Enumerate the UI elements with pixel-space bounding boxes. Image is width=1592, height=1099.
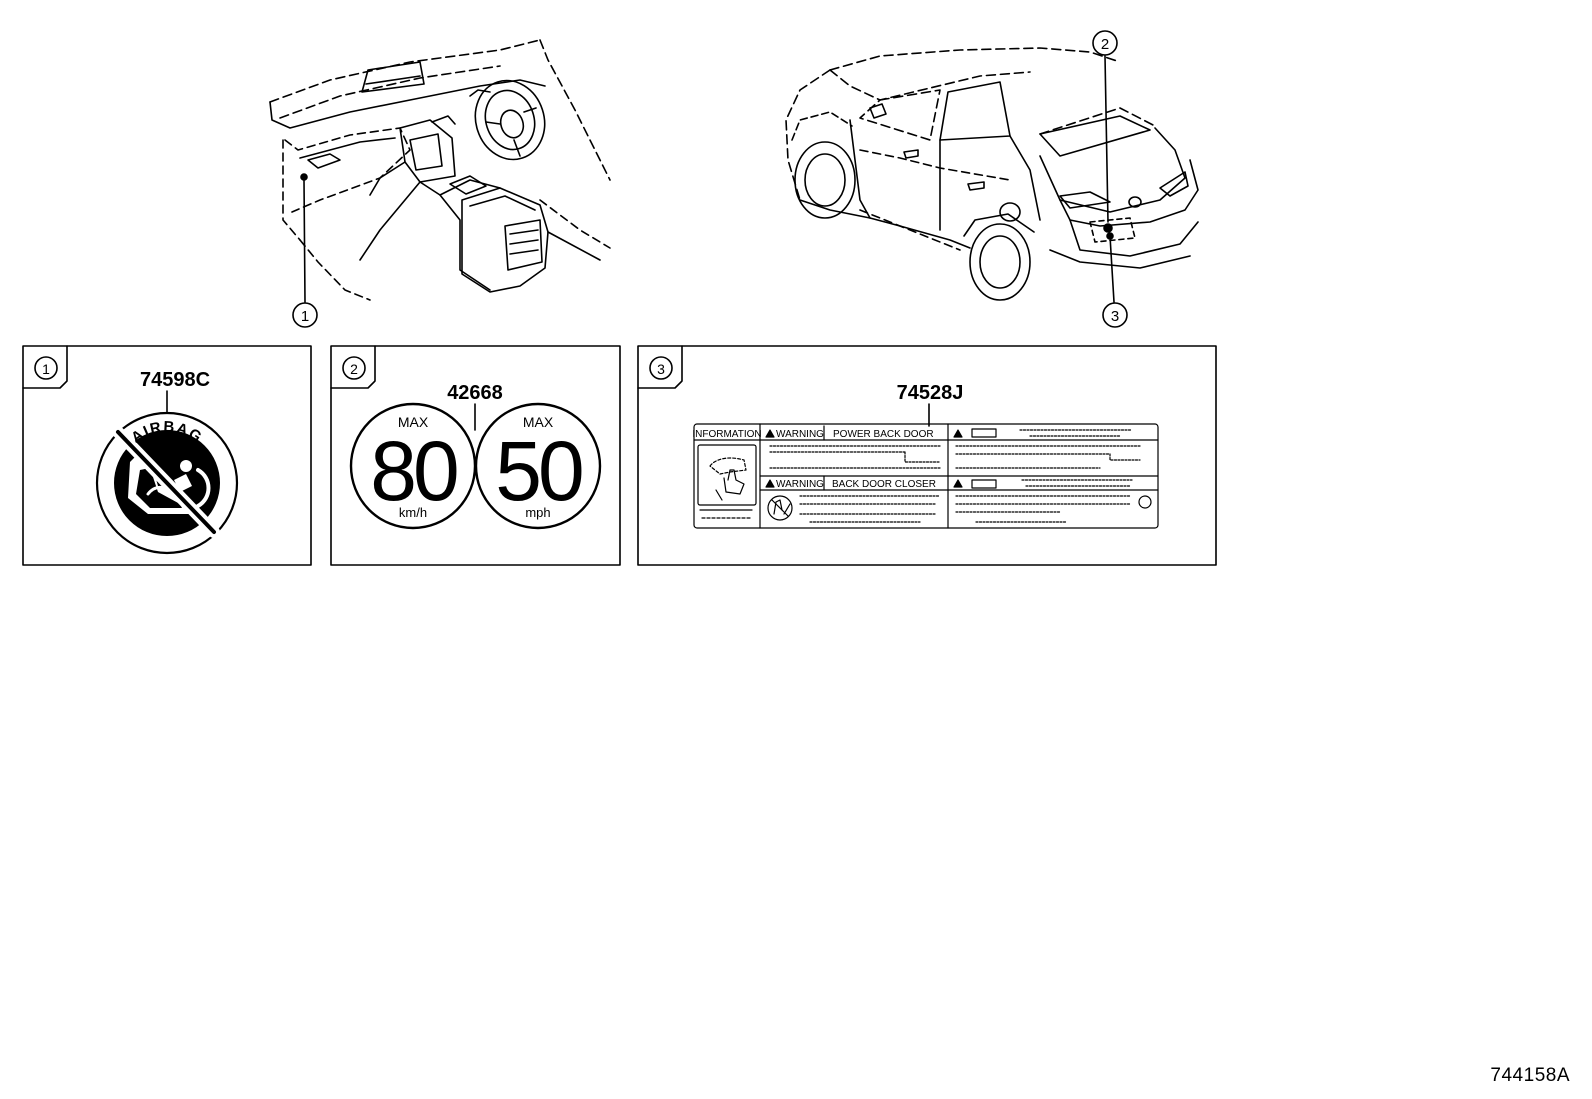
svg-text:2: 2 [1101, 36, 1109, 53]
airbag-child-seat-prohibited-icon: AIRBAG [95, 411, 239, 555]
speed-sign-mph: MAX 50 mph [474, 402, 602, 530]
callout-3: 3 [1102, 302, 1128, 328]
svg-text:2: 2 [350, 361, 358, 377]
svg-text:WARNING: WARNING [776, 429, 824, 440]
svg-text:INFORMATION: INFORMATION [692, 429, 761, 440]
part-number-74528J: 74528J [897, 382, 964, 404]
back-door-caution-label: INFORMATION WARNING POWER BACK DOOR [692, 423, 1159, 529]
svg-text:mph: mph [525, 505, 550, 520]
part-number-42668: 42668 [447, 382, 503, 404]
callout-2: 2 [1092, 30, 1118, 56]
hand-pressing-switch-icon [709, 457, 747, 501]
svg-text:POWER BACK DOOR: POWER BACK DOOR [833, 429, 934, 440]
speed-sign-kmh: MAX 80 km/h [349, 402, 477, 530]
svg-text:1: 1 [42, 361, 50, 377]
interior-illustration [269, 39, 611, 303]
diagram-id: 744158A [1490, 1065, 1570, 1086]
svg-text:3: 3 [1111, 308, 1119, 325]
callout-1: 1 [292, 302, 318, 328]
svg-text:50: 50 [495, 424, 582, 518]
svg-text:3: 3 [657, 361, 665, 377]
svg-text:km/h: km/h [399, 505, 427, 520]
panel-1: 1 74598C AIRBAG [22, 345, 312, 566]
svg-text:WARNING: WARNING [776, 479, 824, 490]
panel-3: 3 74528J INFORMATION WARNING [637, 345, 1217, 566]
panel-2: 2 42668 MAX 80 km/h MAX 50 mph [330, 345, 621, 566]
no-hand-icon [767, 495, 793, 521]
svg-text:BACK DOOR CLOSER: BACK DOOR CLOSER [832, 479, 936, 490]
svg-text:1: 1 [301, 308, 309, 325]
svg-text:MAX: MAX [523, 414, 554, 430]
exterior-illustration [785, 47, 1199, 303]
svg-text:MAX: MAX [398, 414, 429, 430]
svg-text:80: 80 [370, 424, 457, 518]
part-number-74598C: 74598C [140, 369, 210, 391]
